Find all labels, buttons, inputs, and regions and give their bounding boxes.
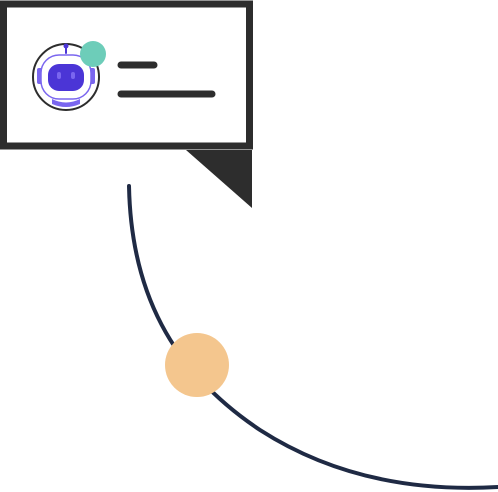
avatar xyxy=(32,41,106,111)
robot-avatar-icon xyxy=(37,43,95,107)
journey-arc-path xyxy=(127,184,498,490)
online-status-dot xyxy=(80,41,106,67)
chat-card xyxy=(0,0,253,150)
chat-bubble-tail xyxy=(186,150,252,208)
path-marker-dot xyxy=(165,333,229,397)
